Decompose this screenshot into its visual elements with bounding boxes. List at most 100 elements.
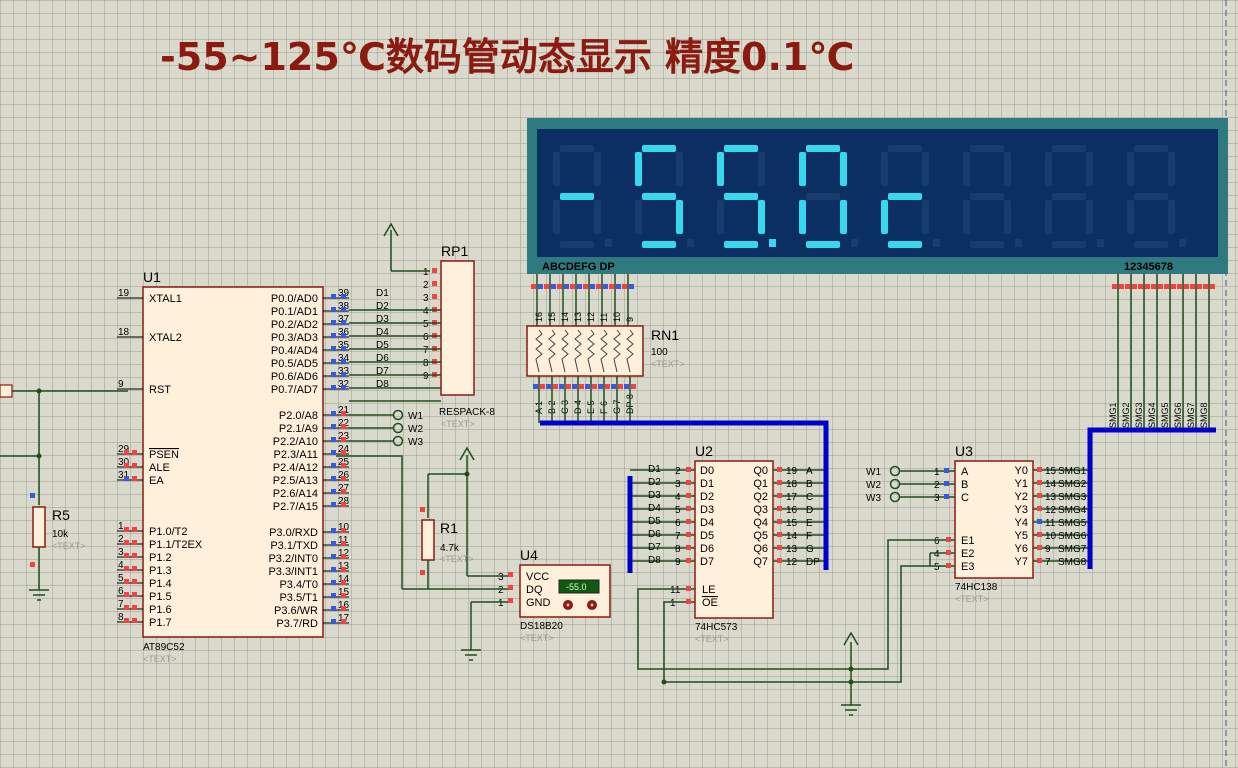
u2-pin-number: 11 [670, 585, 681, 596]
rp1-pin-number: 2 [423, 280, 429, 291]
pin-marker [944, 468, 949, 473]
pin-marker [686, 532, 691, 537]
pin-marker [598, 384, 603, 389]
u3-pin-number: 9 [1045, 544, 1051, 555]
u2-pin-name: Q5 [753, 530, 768, 542]
pin-marker [631, 384, 636, 389]
segment-dp [851, 239, 858, 247]
u1-pin-name: P2.2/A10 [273, 436, 318, 448]
pin-marker [132, 527, 137, 532]
pin-marker [331, 320, 336, 325]
pin-marker [132, 605, 137, 610]
resistor-zigzag [561, 329, 569, 373]
u1-pin-number: 24 [338, 444, 350, 455]
u4-pin-number: 1 [498, 598, 504, 609]
u4-ref: U4 [520, 547, 538, 563]
u1-pin-number: 13 [338, 561, 350, 572]
net-label: D5 [648, 516, 661, 527]
pin-marker [777, 532, 782, 537]
seven-segment-display[interactable]: ABCDEFG DP 12345678 [527, 118, 1228, 274]
rn1-body [526, 325, 644, 377]
u2-pin-name: Q6 [753, 543, 768, 555]
rn1-ref: RN1 [651, 327, 679, 343]
rn1-value: 100 [651, 347, 668, 358]
u1-part: AT89C52 [143, 642, 185, 653]
segment-e [635, 200, 642, 234]
pin-marker [341, 567, 346, 572]
u1-pin-name: P3.6/WR [274, 605, 318, 617]
segment-dp [933, 239, 940, 247]
pin-marker [341, 528, 346, 533]
u2-pin-name: LE [702, 584, 715, 596]
pin-marker [777, 467, 782, 472]
segment-b [840, 152, 847, 186]
u1-pin-number: 18 [118, 327, 130, 338]
u3-pin-number: 12 [1045, 505, 1057, 516]
pin-marker [132, 553, 137, 558]
pin-marker [331, 606, 336, 611]
pin-marker [132, 450, 137, 455]
segment-dp [605, 239, 612, 247]
u1-pin-number: 23 [338, 431, 350, 442]
u1-pin-number: 34 [338, 353, 350, 364]
u1-pin-name: RST [149, 384, 171, 396]
u4-decrease-button[interactable] [563, 600, 573, 610]
pin-marker [508, 572, 513, 577]
r1-resistor[interactable]: R1 4.7k <TEXT> [420, 446, 475, 589]
u2-pin-number: 17 [786, 492, 798, 503]
u3-pin-number: 14 [1045, 479, 1057, 490]
power-arrow-icon [383, 222, 399, 237]
pin-marker [341, 619, 346, 624]
pin-marker [124, 540, 129, 545]
resistor-zigzag [587, 329, 595, 373]
r5-resistor[interactable]: R5 10k <TEXT> [0, 384, 128, 601]
u2-pin-name: D1 [700, 478, 714, 490]
u2-pin-name: D5 [700, 530, 714, 542]
pin-marker [1037, 558, 1042, 563]
ground-icon [29, 589, 49, 601]
pin-marker [341, 580, 346, 585]
segment-b [1004, 152, 1011, 186]
u1-pin-number: 25 [338, 457, 350, 468]
u3-pin-name: Y1 [1015, 478, 1028, 490]
u1-pin-name: EA [149, 475, 164, 487]
pin-marker [124, 592, 129, 597]
pin-marker [132, 592, 137, 597]
segment-c [758, 200, 765, 234]
u3-pin-name: C [961, 492, 969, 504]
u2-text: <TEXT> [695, 634, 729, 644]
u3-pin-number: 10 [1045, 531, 1057, 542]
pin-marker [596, 284, 601, 289]
u4-increase-button[interactable] [587, 600, 597, 610]
net-label: G [806, 544, 814, 555]
pin-marker [577, 284, 582, 289]
u1-pin-number: 26 [338, 470, 350, 481]
pin-marker [946, 537, 951, 542]
reset-button[interactable] [0, 384, 13, 398]
segment-dp [1179, 239, 1186, 247]
pin-marker [1171, 284, 1176, 289]
u1-pin-name: P3.0/RXD [269, 527, 318, 539]
u1-pin-name: P3.1/TXD [270, 540, 318, 552]
pin-marker [686, 545, 691, 550]
u3-pin-name: Y3 [1015, 504, 1028, 516]
segment-bus [540, 420, 829, 570]
u3-pin-number: 13 [1045, 492, 1057, 503]
segment-d [806, 241, 840, 248]
pin-marker [331, 307, 336, 312]
pin-marker [603, 284, 608, 289]
u1-pin-number: 30 [118, 457, 130, 468]
u1-pin-number: 35 [338, 340, 350, 351]
pin-marker [508, 585, 513, 590]
net-label: W3 [866, 493, 881, 504]
segment-c [840, 200, 847, 234]
u1-pin-name: P3.2/INT0 [268, 553, 318, 565]
segment-g [888, 193, 922, 200]
